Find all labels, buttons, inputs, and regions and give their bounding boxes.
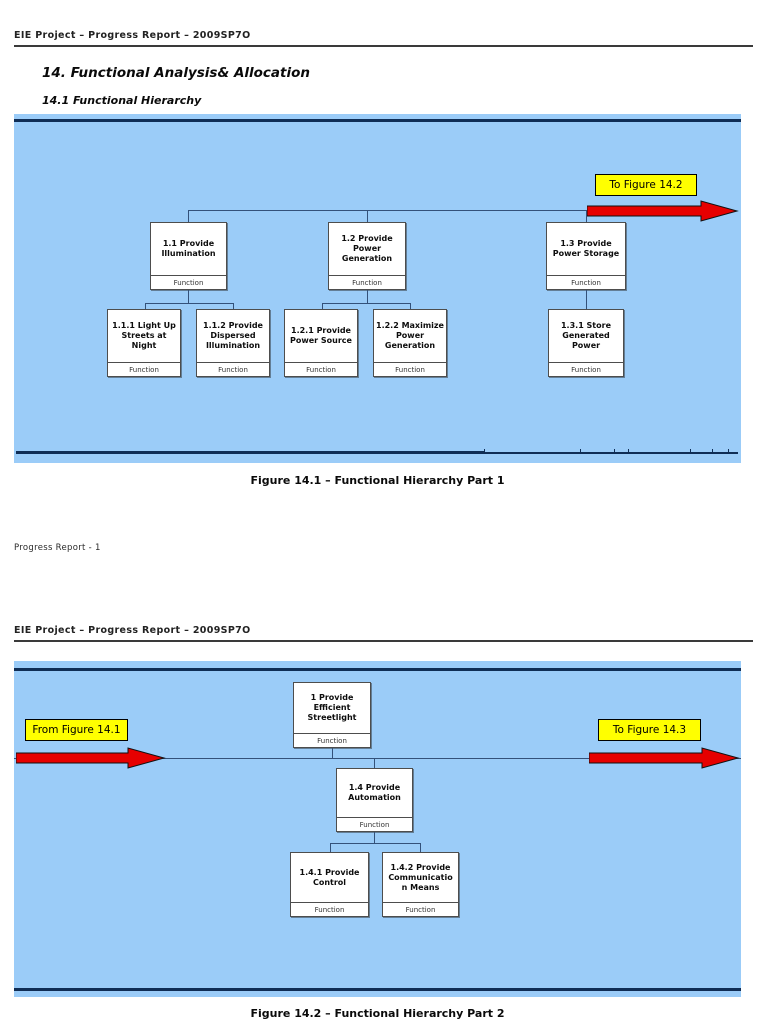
- section-heading: 14. Functional Analysis& Allocation: [42, 65, 310, 81]
- diagram-top-rule: [14, 668, 741, 671]
- function-box-title: 1.4.1 Provide Control: [299, 867, 360, 887]
- connector-line: [374, 759, 375, 768]
- subsection-heading: 14.1 Functional Hierarchy: [42, 94, 202, 107]
- function-box-title: 1.1.2 Provide Dispersed Illumination: [203, 321, 263, 350]
- connector-line: [330, 843, 420, 844]
- connector-line: [322, 303, 323, 309]
- flow-label-from-figure-14-1: From Figure 14.1: [25, 719, 128, 741]
- page2-header: EIE Project – Progress Report – 2009SP7O: [14, 625, 251, 636]
- function-box-type: Function: [294, 733, 370, 747]
- function-box-1-2-2: 1.2.2 Maximize Power Generation Function: [373, 309, 447, 377]
- function-box-type: Function: [197, 362, 269, 376]
- function-box-type: Function: [383, 902, 458, 916]
- function-box-title: 1.2 Provide Power Generation: [341, 234, 393, 263]
- connector-line: [330, 843, 331, 852]
- function-box-1-4: 1.4 Provide Automation Function: [336, 768, 413, 832]
- page1-header-rule: [14, 45, 753, 47]
- function-box-type: Function: [549, 362, 623, 376]
- flow-label-to-figure-14-2: To Figure 14.2: [595, 174, 697, 196]
- connector-line: [188, 210, 189, 222]
- flow-line: [14, 758, 741, 759]
- function-box-title: 1.3.1 Store Generated Power: [560, 321, 611, 350]
- function-box-type: Function: [291, 902, 368, 916]
- function-box-type: Function: [285, 362, 357, 376]
- connector-line: [145, 303, 146, 309]
- diagram-top-rule: [14, 119, 741, 122]
- figure-14-2-diagram: 1 Provide Efficient Streetlight Function…: [14, 661, 741, 997]
- function-box-type: Function: [329, 275, 405, 289]
- function-box-title: 1.1 Provide Illumination: [161, 239, 216, 258]
- page2-header-rule: [14, 640, 753, 642]
- function-box-type: Function: [374, 362, 446, 376]
- connector-line: [367, 290, 368, 303]
- function-box-type: Function: [547, 275, 625, 289]
- connector-line: [145, 303, 233, 304]
- function-box-1-2: 1.2 Provide Power Generation Function: [328, 222, 406, 290]
- connector-line: [374, 832, 375, 843]
- function-box-1-4-2: 1.4.2 Provide Communicatio n Means Funct…: [382, 852, 459, 917]
- function-box-1-3: 1.3 Provide Power Storage Function: [546, 222, 626, 290]
- function-box-1-3-1: 1.3.1 Store Generated Power Function: [548, 309, 624, 377]
- red-arrow-right-exit: [589, 747, 740, 769]
- page1-footer: Progress Report - 1: [14, 543, 101, 553]
- function-box-1-2-1: 1.2.1 Provide Power Source Function: [284, 309, 358, 377]
- function-box-1-4-1: 1.4.1 Provide Control Function: [290, 852, 369, 917]
- connector-line: [233, 303, 234, 309]
- function-box-1-1-1: 1.1.1 Light Up Streets at Night Function: [107, 309, 181, 377]
- function-box-1: 1 Provide Efficient Streetlight Function: [293, 682, 371, 748]
- connector-line: [367, 210, 368, 222]
- connector-line: [586, 290, 587, 309]
- function-box-title: 1 Provide Efficient Streetlight: [307, 693, 357, 722]
- red-arrow-right: [587, 200, 739, 222]
- connector-line: [322, 303, 410, 304]
- connector-line: [188, 210, 587, 211]
- function-box-1-1-2: 1.1.2 Provide Dispersed Illumination Fun…: [196, 309, 270, 377]
- red-arrow-left-entry: [16, 747, 166, 769]
- page1-header: EIE Project – Progress Report – 2009SP7O: [14, 30, 251, 41]
- function-box-title: 1.1.1 Light Up Streets at Night: [112, 321, 176, 350]
- function-box-1-1: 1.1 Provide Illumination Function: [150, 222, 227, 290]
- connector-line: [188, 290, 189, 303]
- connector-line: [420, 843, 421, 852]
- figure-14-2-caption: Figure 14.2 – Functional Hierarchy Part …: [250, 1007, 505, 1020]
- function-box-title: 1.3 Provide Power Storage: [552, 239, 620, 258]
- function-box-title: 1.2.1 Provide Power Source: [290, 326, 352, 345]
- diagram-bottom-rule: [14, 988, 741, 991]
- connector-line: [410, 303, 411, 309]
- function-box-type: Function: [337, 817, 412, 831]
- function-box-type: Function: [151, 275, 226, 289]
- function-box-title: 1.2.2 Maximize Power Generation: [376, 321, 444, 350]
- flow-label-to-figure-14-3: To Figure 14.3: [598, 719, 701, 741]
- function-box-title: 1.4 Provide Automation: [348, 783, 401, 802]
- figure-14-1-caption: Figure 14.1 – Functional Hierarchy Part …: [250, 474, 505, 487]
- function-box-type: Function: [108, 362, 180, 376]
- figure-14-1-diagram: To Figure 14.2 1.1 Provide Illumination …: [14, 114, 741, 463]
- connector-line: [332, 748, 333, 758]
- function-box-title: 1.4.2 Provide Communicatio n Means: [388, 862, 453, 892]
